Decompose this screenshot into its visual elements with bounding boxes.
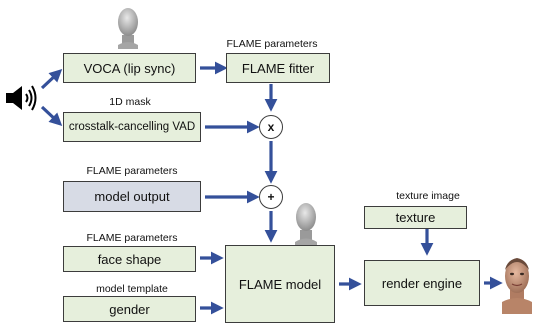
model-output-box: model output: [63, 181, 201, 212]
arrow-speaker-to-vad: [40, 105, 63, 126]
label-1d-mask: 1D mask: [109, 96, 151, 108]
rendered-face-icon: [500, 252, 534, 314]
face-shape-box: face shape: [63, 246, 196, 272]
label-texture-image: texture image: [396, 190, 460, 202]
gray-head-icon: [112, 5, 144, 49]
label-flame-parameters-top: FLAME parameters: [226, 38, 318, 50]
label-flame-parameters-low: FLAME parameters: [86, 232, 178, 244]
gray-head-icon: [290, 200, 322, 246]
speaker-icon: [4, 84, 44, 112]
voca-box: VOCA (lip sync): [63, 53, 196, 83]
add-operator: +: [259, 185, 283, 209]
label-model-template: model template: [96, 283, 168, 295]
vad-box: crosstalk-cancelling VAD: [63, 112, 201, 142]
arrow-speaker-to-voca: [40, 69, 63, 90]
gender-box: gender: [63, 296, 196, 322]
render-engine-box: render engine: [364, 260, 480, 306]
flame-fitter-box: FLAME fitter: [226, 53, 330, 83]
label-flame-parameters-mid: FLAME parameters: [86, 165, 178, 177]
texture-box: texture: [364, 206, 467, 229]
flame-model-box: FLAME model: [225, 245, 335, 323]
multiply-operator: x: [259, 115, 283, 139]
